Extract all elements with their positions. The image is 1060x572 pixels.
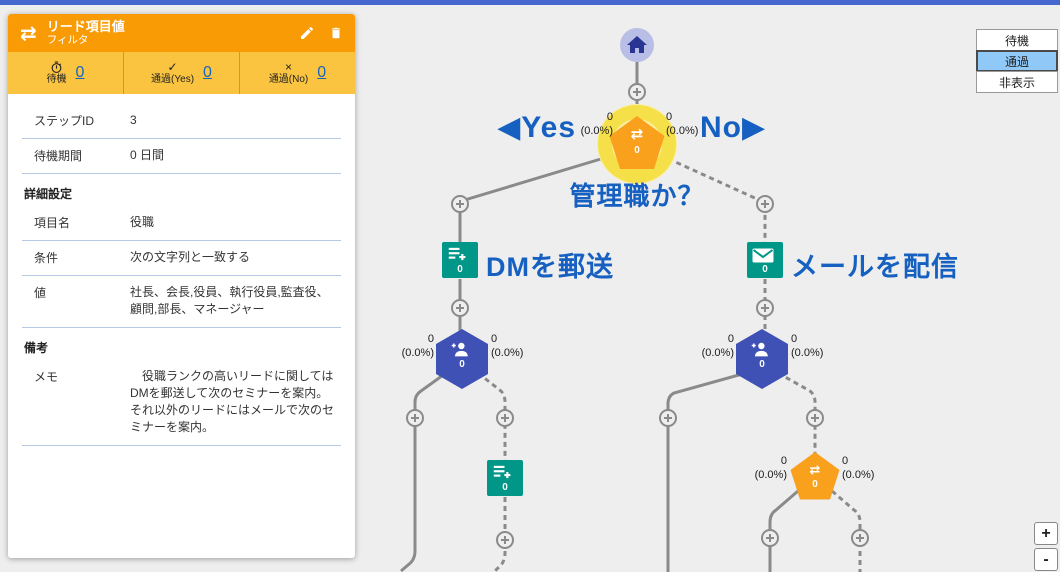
flow-line-p2-no (831, 489, 862, 572)
hexleft-node-count: 0 (459, 359, 465, 370)
decision1-no-count: 0(0.0%) (666, 111, 699, 137)
edit-icon[interactable] (299, 25, 315, 41)
hexright-no-count: 0(0.0%) (791, 333, 824, 359)
panel-header: ⇄ リード項目値 フィルタ (8, 14, 355, 52)
filter-node-decision2[interactable] (790, 452, 840, 500)
mail-node-count: 0 (762, 264, 768, 275)
timer-icon (50, 61, 63, 74)
filter-button-waiting[interactable]: 待機 (976, 29, 1058, 51)
stat-pass-yes: ✓ 通過(Yes) 0 (123, 52, 239, 94)
stat-pass-no: × 通過(No) 0 (239, 52, 355, 94)
hexright-node-count: 0 (759, 359, 765, 370)
step-detail-panel: ⇄ リード項目値 フィルタ 待機 0 ✓ 通過(Yes) 0 × (8, 14, 355, 558)
dm-node-label: DMを郵送 (486, 252, 614, 282)
field-condition: 条件次の文字列と一致する (22, 241, 341, 276)
list-add-action-node[interactable] (487, 460, 523, 496)
flow-line-hexl-no (477, 371, 507, 461)
decision2-yes-count: 0(0.0%) (754, 455, 787, 481)
section-note: 備考 (24, 341, 49, 355)
check-icon: ✓ (167, 59, 178, 74)
hexright-yes-count: 0(0.0%) (701, 333, 734, 359)
hexleft-yes-count: 0(0.0%) (401, 333, 434, 359)
stat-pass-yes-label: 通過(Yes) (151, 73, 195, 85)
field-memo: メモ 役職ランクの高いリードに関してはDMを郵送して次のセミナーを案内。それ以外… (22, 360, 341, 446)
stat-pass-no-label: 通過(No) (268, 73, 309, 85)
start-node[interactable] (620, 28, 654, 62)
flow-line-listadd-down (492, 497, 507, 572)
zoom-controls: + - (1034, 519, 1058, 571)
stat-waiting: 待機 0 (8, 52, 123, 94)
person-add-node-left[interactable] (436, 329, 488, 389)
decision1-node-count: 0 (634, 145, 640, 156)
delete-icon[interactable] (329, 25, 343, 41)
field-item-name: 項目名役職 (22, 206, 341, 241)
zoom-out-button[interactable]: - (1034, 548, 1058, 571)
person-add-node-right[interactable] (736, 329, 788, 389)
zoom-in-button[interactable]: + (1034, 522, 1058, 545)
flow-line-hexl-yes (400, 371, 447, 572)
dm-action-node[interactable] (442, 242, 478, 278)
field-value: 値 社長、会長,役員、執行役員,監査役、顧問,部長、マネージャー (22, 276, 341, 328)
filter-button-pass[interactable]: 通過 (976, 50, 1058, 72)
flow-line-hexr-yes (666, 371, 747, 572)
stats-bar: 待機 0 ✓ 通過(Yes) 0 × 通過(No) 0 (8, 52, 355, 94)
decision1-question-label: 管理職か？ (569, 181, 705, 211)
stat-waiting-value[interactable]: 0 (75, 64, 85, 81)
add-step-connector[interactable] (406, 83, 869, 549)
selection-halo-ring (598, 105, 676, 183)
stat-waiting-label: 待機 (46, 73, 67, 85)
no-branch-label: No▶ (700, 111, 767, 144)
filter-type-icon: ⇄ (20, 22, 37, 45)
stat-pass-no-value[interactable]: 0 (317, 64, 327, 81)
decision2-no-count: 0(0.0%) (842, 455, 875, 481)
decision2-node-count: 0 (812, 479, 818, 490)
home-icon (627, 36, 647, 53)
hexleft-no-count: 0(0.0%) (491, 333, 524, 359)
filter-button-hidden[interactable]: 非表示 (976, 71, 1058, 93)
flow-line-p2-yes (768, 489, 799, 572)
top-accent-bar (0, 0, 1060, 5)
swap-arrows-icon: ⇄ (630, 126, 644, 143)
flow-line-hexr-no (777, 371, 817, 457)
section-detail-settings: 詳細設定 (24, 187, 73, 201)
yes-branch-label: ◀Yes (497, 111, 576, 144)
decision1-yes-count: 0(0.0%) (580, 111, 613, 137)
cross-icon: × (285, 59, 293, 74)
dm-node-count: 0 (457, 264, 463, 275)
swap-arrows-icon: ⇄ (809, 462, 821, 477)
step-type-title: リード項目値 (46, 19, 125, 34)
filter-node-decision1[interactable] (609, 116, 665, 169)
add-step-connectors (406, 83, 869, 549)
mail-node-label: メールを配信 (791, 252, 959, 282)
branch-filter-group: 待機 通過 非表示 (976, 29, 1058, 93)
stat-pass-yes-value[interactable]: 0 (203, 64, 212, 81)
listadd-node-count: 0 (502, 482, 508, 493)
step-type-subtitle: フィルタ (46, 34, 89, 46)
